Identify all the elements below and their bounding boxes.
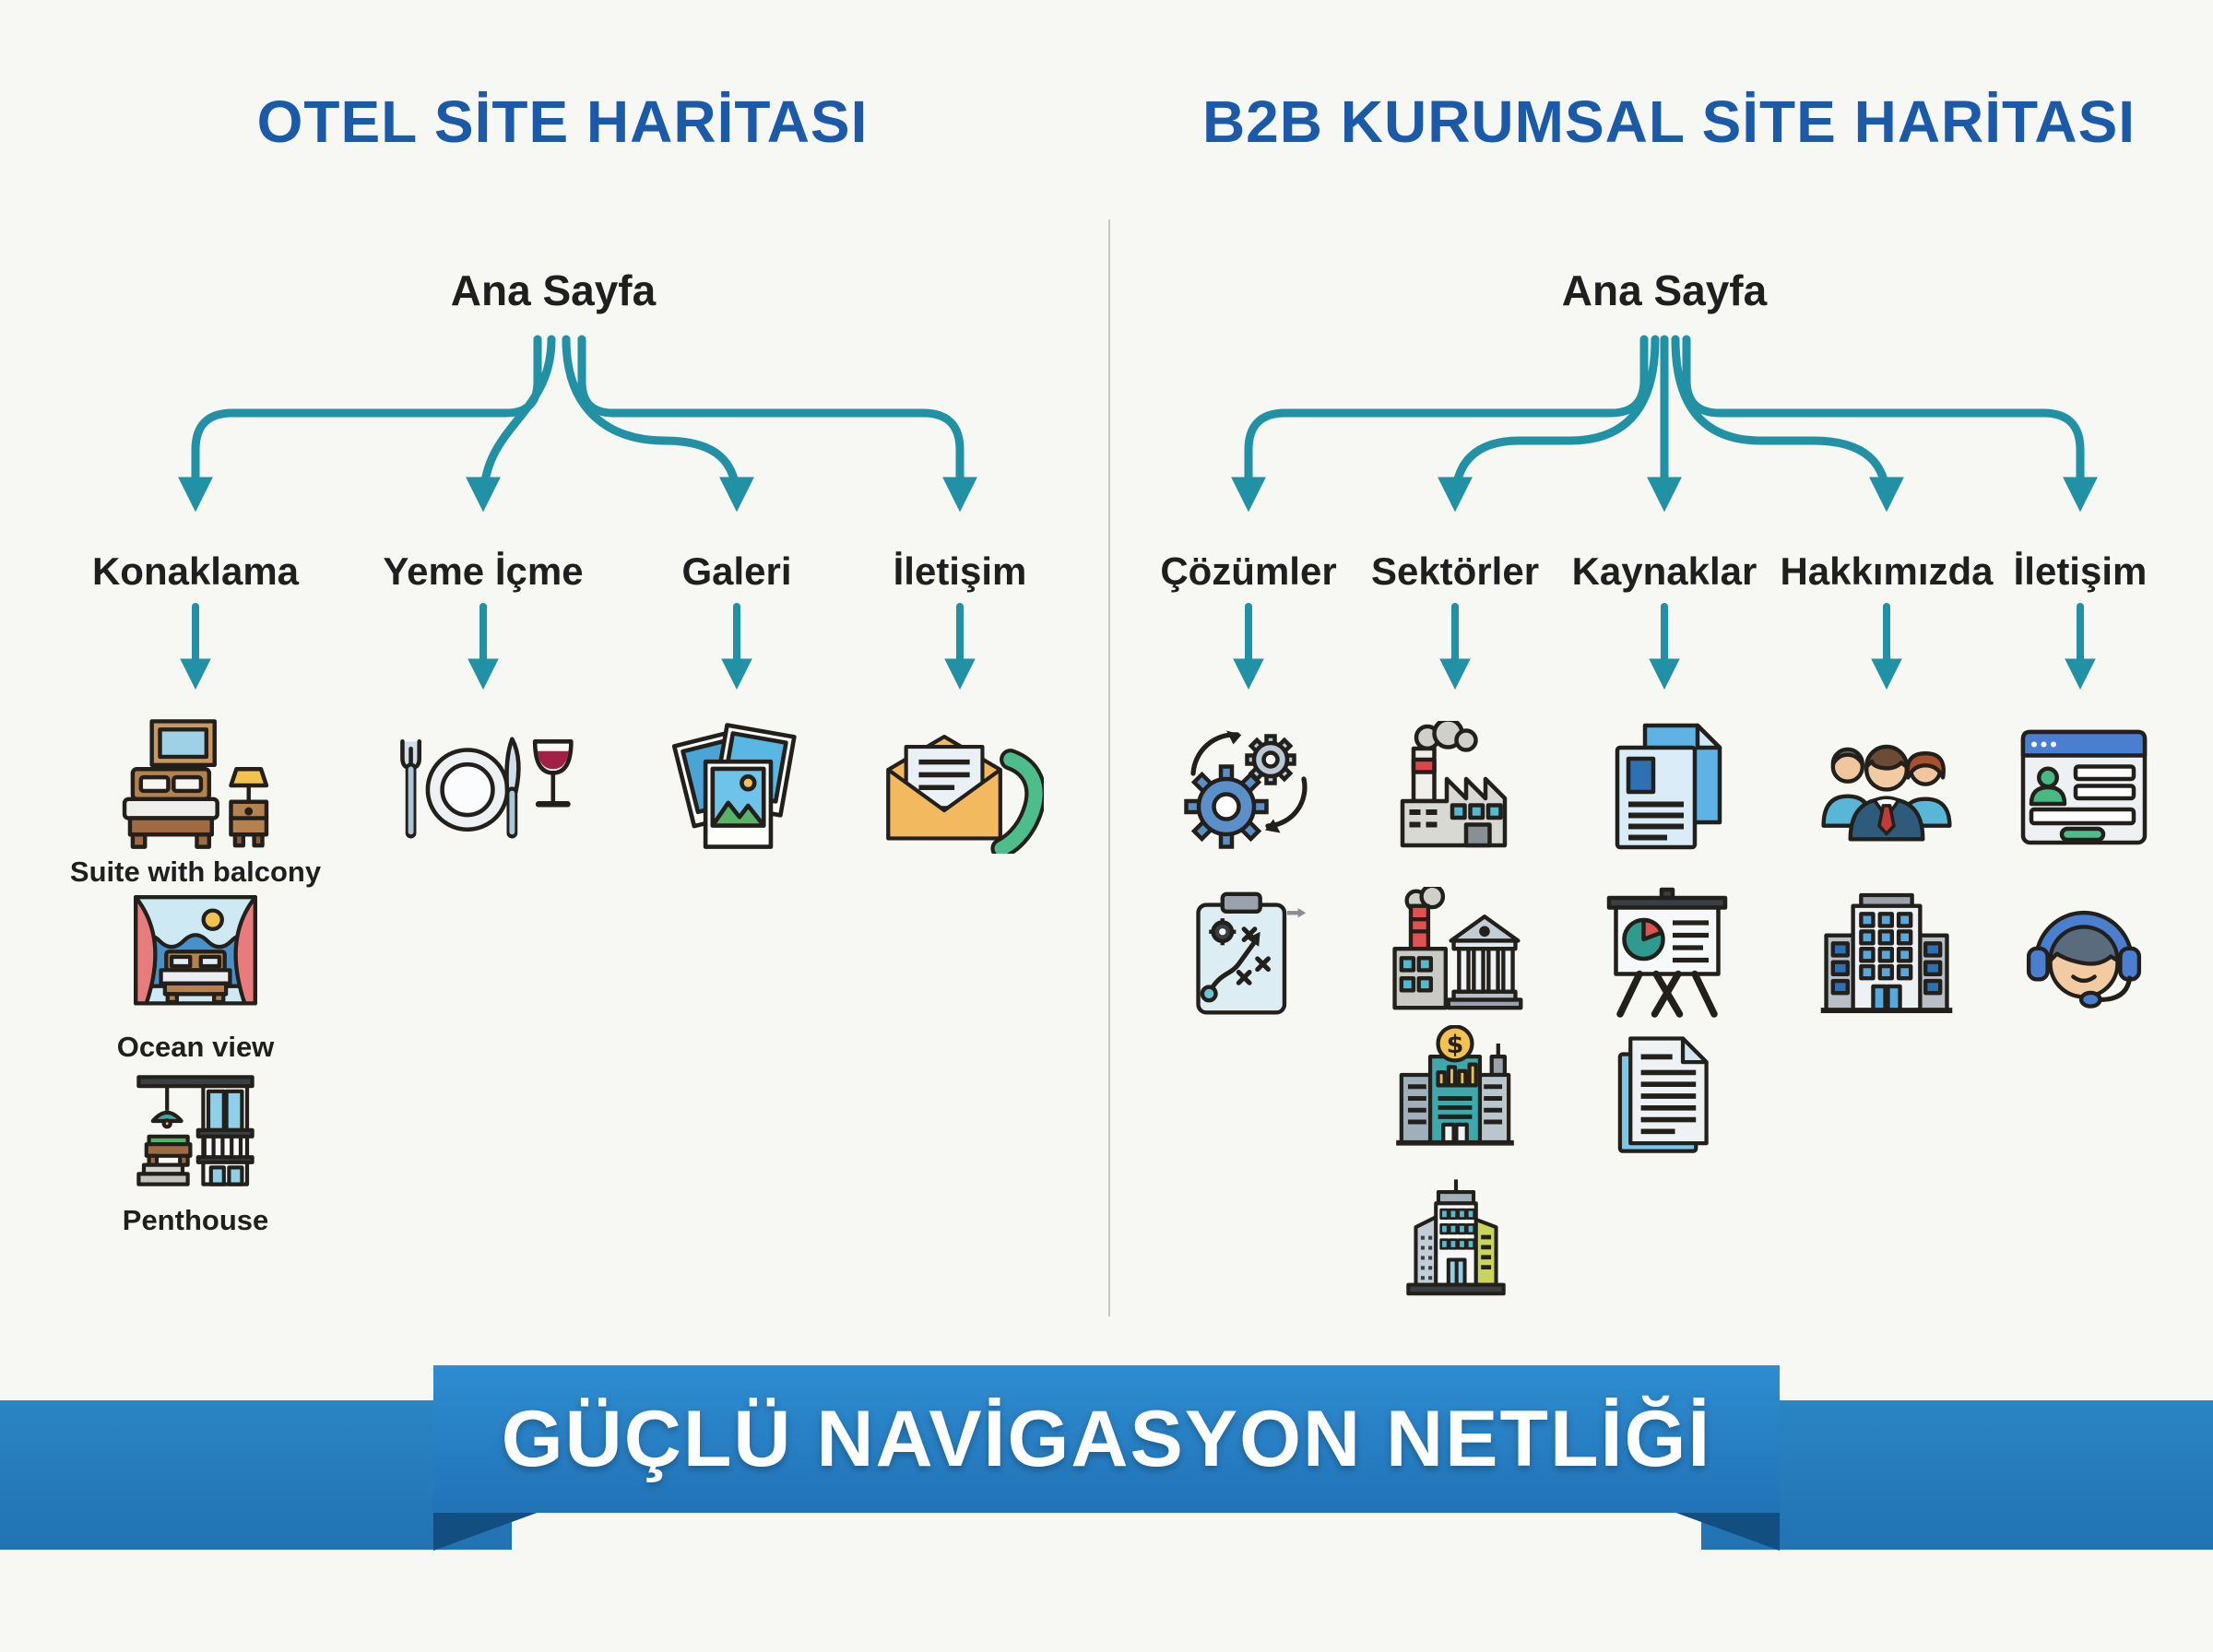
node-label-iletisim-otel: İletişim [893,549,1027,593]
dining-icon [393,726,574,848]
node-label-kaynaklar: Kaynaklar [1571,549,1757,593]
mail-phone-icon [878,726,1044,854]
office-building-icon [1813,887,1960,1021]
papers-icon [1600,1031,1734,1162]
connector-sektorler [1438,335,1660,513]
connector-galeri [562,335,754,513]
node-label-iletisim-b2b: İletişim [2013,549,2148,593]
left-root-label: Ana Sayfa [450,266,657,314]
penthouse-icon [128,1069,263,1198]
connector-cozumler [1231,335,1649,513]
team-icon [1813,721,1960,856]
hotel-room-icon [111,717,280,854]
connector-iletisim-otel [577,335,977,513]
corporate-building-icon [1393,1173,1519,1302]
node-label-konaklama: Konaklama [91,549,300,593]
documents-icon [1598,717,1736,856]
node-label-yeme-icme: Yeme İçme [383,549,584,593]
strategy-clipboard-icon [1182,887,1317,1025]
left-map-title: OTEL SİTE HARİTASI [256,88,869,155]
node-label-hakkimizda: Hakkımızda [1780,549,1994,593]
presentation-chart-icon [1598,887,1736,1025]
connector-yeme-icme [466,335,556,513]
support-headset-icon [2017,891,2151,1025]
finance-building-icon: $ [1383,1025,1527,1156]
right-root-label: Ana Sayfa [1561,266,1768,314]
ribbon-right-tail [1701,1400,2213,1550]
factory-bank-icon [1381,887,1529,1021]
ocean-view-icon [126,891,265,1023]
sub-label-penthouse: Penthouse [122,1204,269,1236]
ribbon-left-tail [0,1400,512,1550]
gears-icon [1179,721,1318,859]
left-tree-connectors [178,335,977,513]
node-label-cozumler: Çözümler [1160,549,1337,593]
banner-ribbon: GÜÇLÜ NAVİGASYON NETLİĞİ [433,1365,1780,1513]
svg-text:$: $ [1447,1031,1464,1059]
label-to-icon-arrows [180,603,2096,690]
connector-hakkimizda [1671,335,1904,513]
banner-title: GÜÇLÜ NAVİGASYON NETLİĞİ [501,1394,1712,1483]
gallery-photos-icon [666,719,808,861]
sub-label-ocean-view: Ocean view [116,1031,275,1063]
factory-icon [1386,721,1524,859]
contact-form-icon [2015,721,2153,859]
node-label-galeri: Galeri [681,549,792,593]
right-tree-connectors [1231,335,2098,513]
node-label-sektorler: Sektörler [1370,549,1540,593]
connector-iletisim-b2b [1682,335,2098,513]
sub-label-suite-with-balcony: Suite with balcony [69,856,322,888]
right-map-title: B2B KURUMSAL SİTE HARİTASI [1201,88,2136,155]
